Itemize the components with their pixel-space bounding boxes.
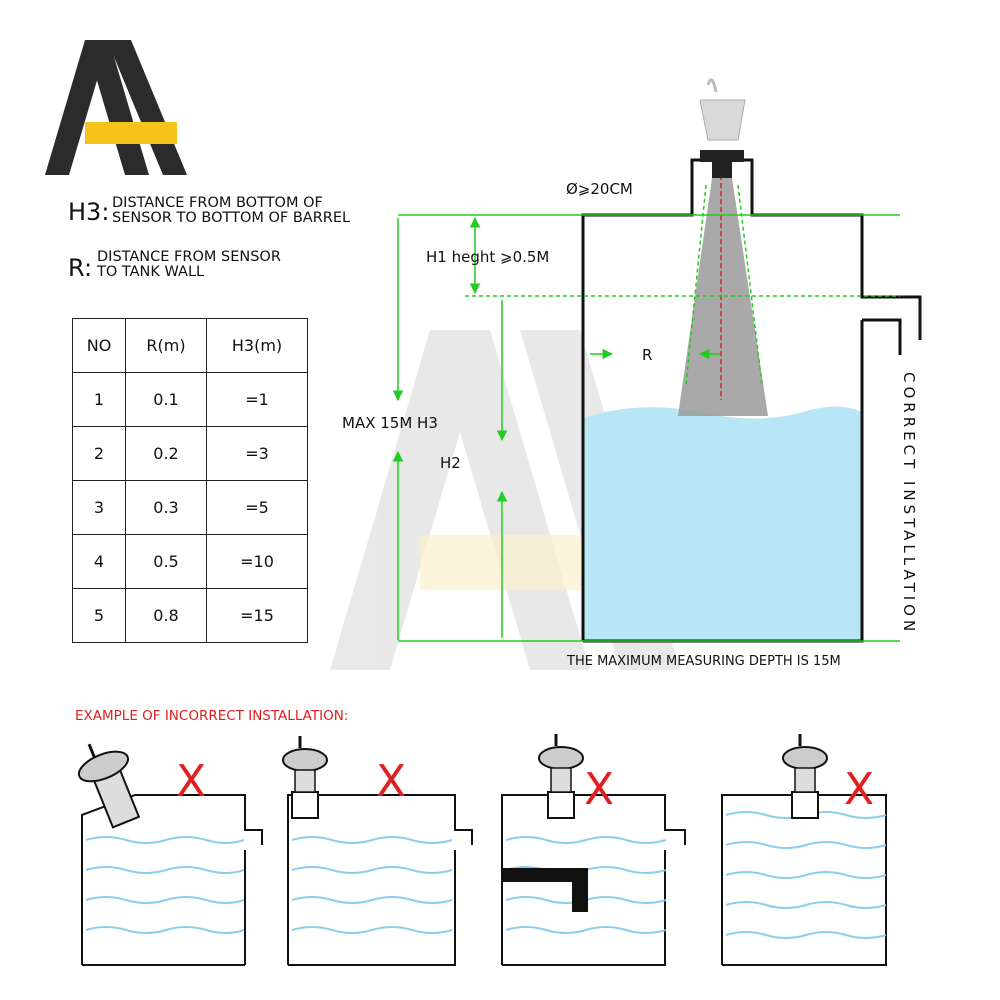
table-cell: 1 [72,372,126,427]
table-cell: 4 [72,534,126,589]
diameter-label: Ø⩾20CM [566,180,633,198]
table-cell: 2 [72,426,126,481]
tilted-sensor-icon [77,743,141,829]
r-definition: DISTANCE FROM SENSOR TO TANK WALL [97,249,281,280]
table-cell: 3 [72,480,126,535]
sensor-icon-2 [282,736,328,819]
incorrect-x-icon: X [584,764,615,815]
table-cell: 0.8 [125,588,207,643]
table-row: 5 0.8 =15 [72,588,308,643]
incorrect-x-icon: X [376,756,407,807]
sensor-icon-3 [538,734,584,819]
table-cell: 0.5 [125,534,207,589]
incorrect-examples [77,734,887,966]
obstacle-bar [502,868,588,912]
table-cell: =3 [206,426,308,481]
correct-installation-label: CORRECT INSTALLATION [900,372,918,636]
table-cell: =10 [206,534,308,589]
table-cell: =15 [206,588,308,643]
incorrect-title: EXAMPLE OF INCORRECT INSTALLATION: [75,708,349,724]
h1-label: H1 heght ⩾0.5M [426,248,550,266]
table-cell: =5 [206,480,308,535]
table-row: 4 0.5 =10 [72,534,308,589]
table-header-row: NO R(m) H3(m) [72,318,308,373]
max-depth-caption: THE MAXIMUM MEASURING DEPTH IS 15M [567,654,841,669]
tank-diagram [330,78,922,670]
h3-definition: DISTANCE FROM BOTTOM OF SENSOR TO BOTTOM… [112,195,351,226]
table-cell: 5 [72,588,126,643]
table-row: 3 0.3 =5 [72,480,308,535]
spec-table: NO R(m) H3(m) 1 0.1 =1 2 0.2 =3 3 0.3 =5… [72,318,308,643]
incorrect-x-icon: X [844,764,875,815]
incorrect-x-icon: X [176,756,207,807]
brand-logo [45,40,187,175]
table-cell: 0.3 [125,480,207,535]
table-cell: 0.2 [125,426,207,481]
r-key: R: [68,254,93,282]
sensor-icon-4 [782,734,828,819]
max-h3-label: MAX 15M H3 [342,414,438,432]
water-body [583,406,862,641]
h3-key: H3: [68,198,110,226]
h2-label: H2 [440,454,461,472]
r-label: R [642,346,653,364]
table-row: 2 0.2 =3 [72,426,308,481]
table-header: NO [72,318,126,373]
sensor-icon [699,78,746,178]
table-header: R(m) [125,318,207,373]
